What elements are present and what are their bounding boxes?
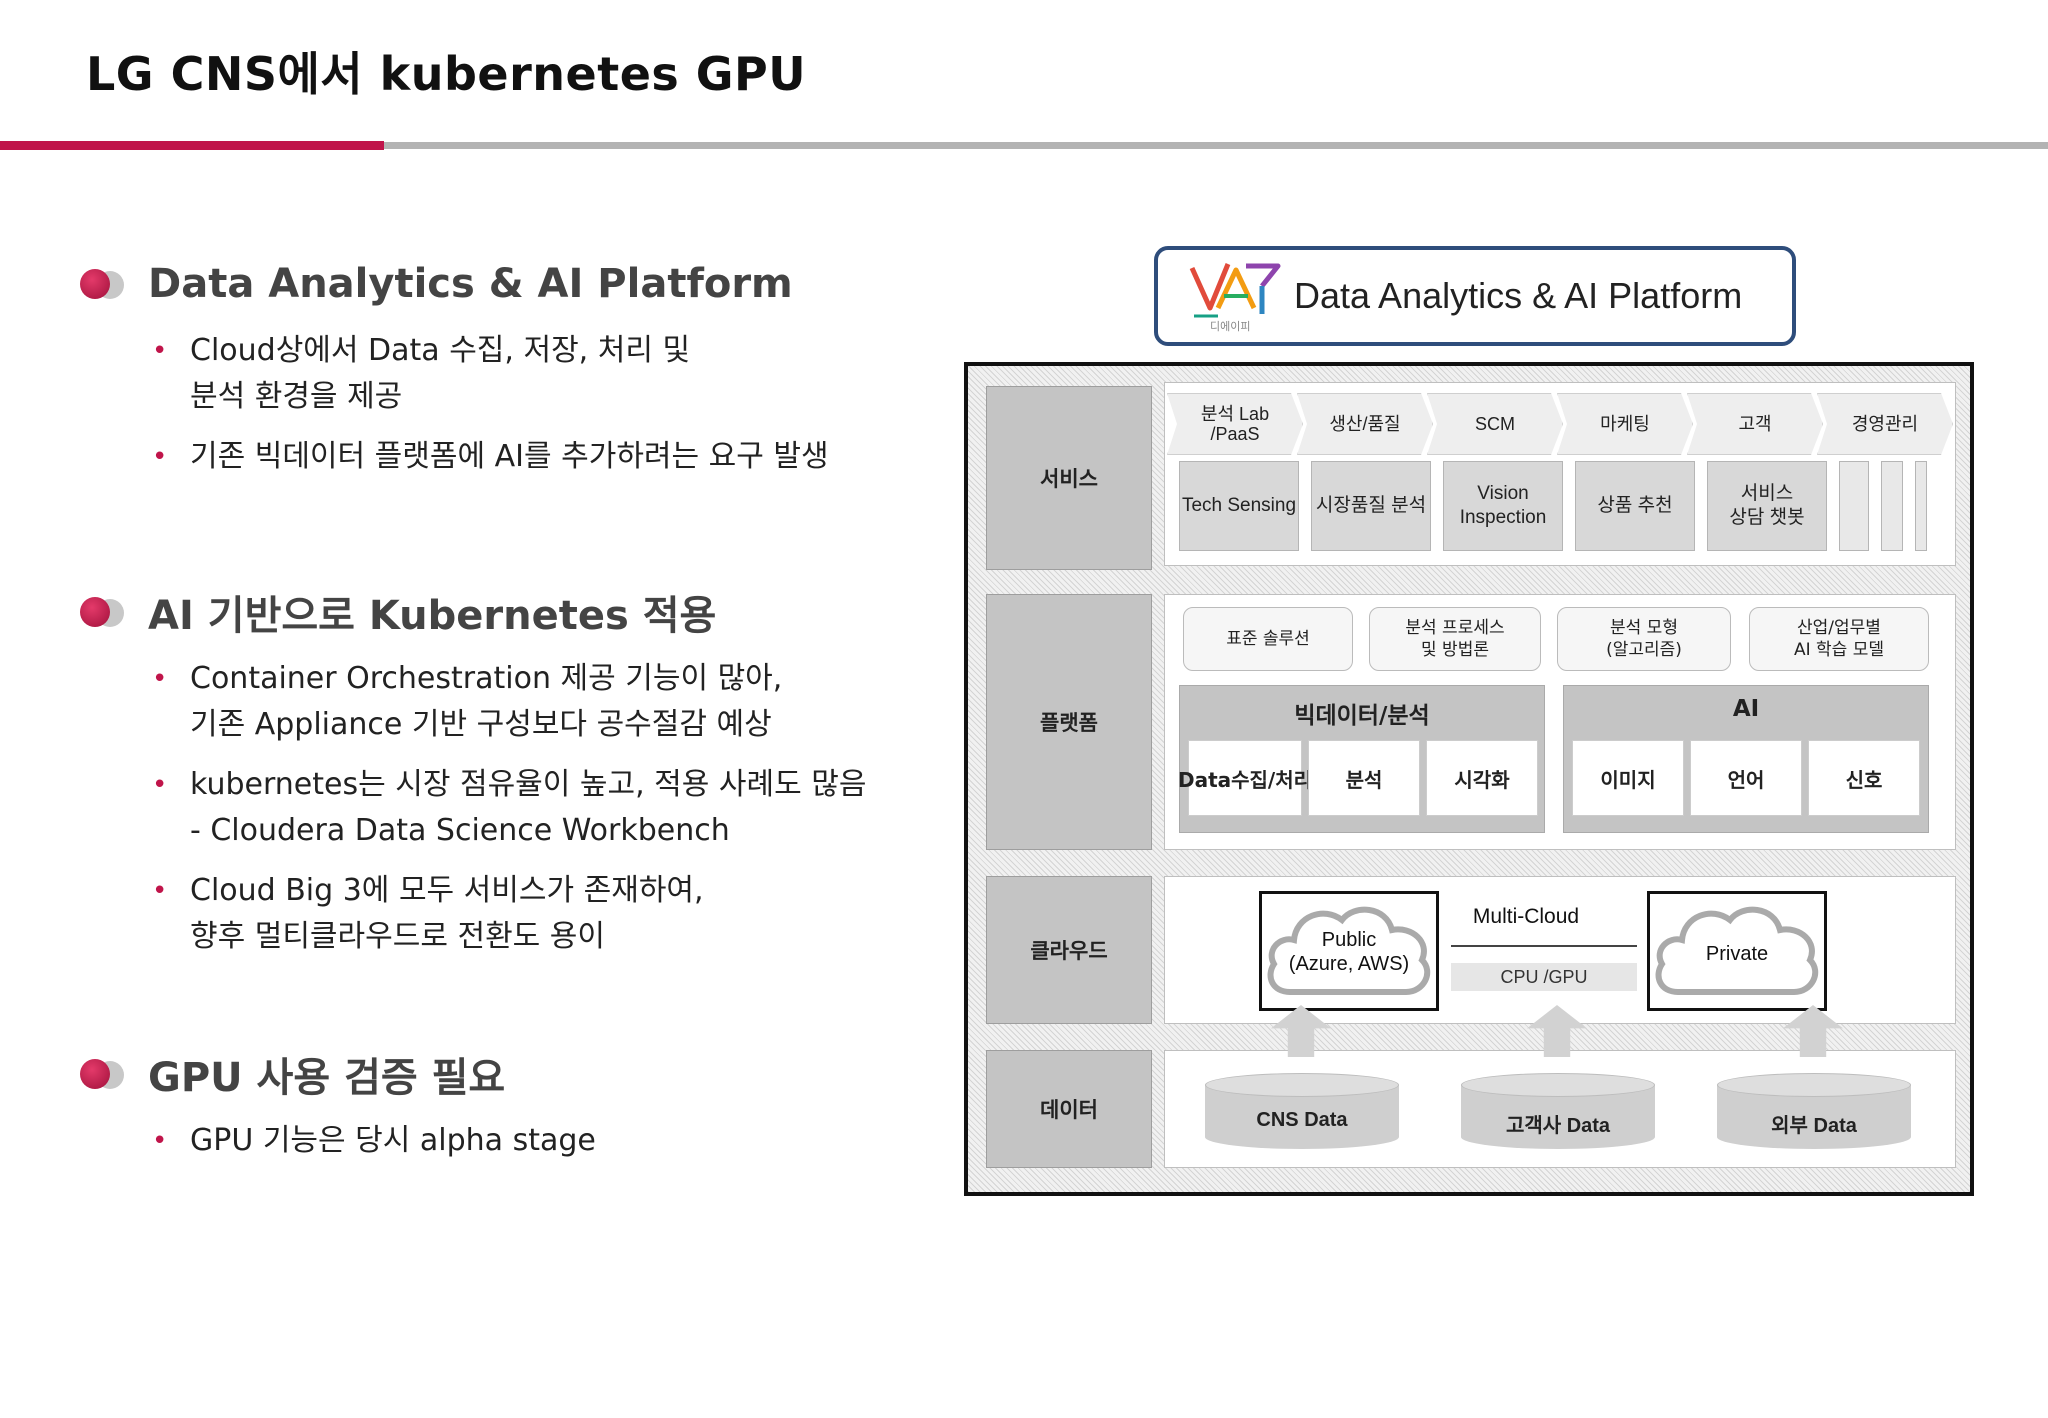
section-gpu: GPU 사용 검증 필요 GPU 기능은 당시 alpha stage (80, 1048, 596, 1178)
cloud-panel: Public (Azure, AWS) Multi-Cloud CPU /GPU… (1164, 876, 1956, 1024)
dap-logo-icon: 디에이피 (1188, 256, 1284, 336)
public-cloud-label: Public (Azure, AWS) (1288, 929, 1410, 975)
title-rule-accent (0, 141, 384, 150)
platform-item: 표준 솔루션 (1183, 607, 1353, 671)
platform-item: 분석 모형(알고리즘) (1557, 607, 1731, 671)
section-title: AI 기반으로 Kubernetes 적용 (148, 593, 717, 639)
section-platform: Data Analytics & AI Platform Cloud상에서 Da… (80, 258, 829, 494)
data-panel: CNS Data 고객사 Data 외부 Data (1164, 1005, 1956, 1168)
service-item: Vision Inspection (1443, 461, 1563, 551)
service-category: 분석 Lab/PaaS (1167, 393, 1303, 455)
bullet-dot-icon (80, 595, 128, 629)
service-category: 생산/품질 (1297, 393, 1433, 455)
cloud-icon (1267, 906, 1431, 995)
list-item: 기존 빅데이터 플랫폼에 AI를 추가하려는 요구 발생 (150, 434, 829, 480)
data-store-label: CNS Data (1256, 1109, 1348, 1131)
logo-title: Data Analytics & AI Platform (1294, 275, 1743, 316)
platform-cell: 신호 (1808, 740, 1920, 816)
service-panel: 분석 Lab/PaaS 생산/품질 SCM 마케팅 고객 경영관리 Tech S… (1164, 382, 1956, 566)
architecture-diagram: 서비스 분석 Lab/PaaS 생산/품질 SCM 마케팅 고객 경영관리 Te… (964, 362, 1974, 1196)
section-title: Data Analytics & AI Platform (148, 261, 793, 307)
ai-group: AI 이미지 언어 신호 (1563, 685, 1929, 833)
service-item: Tech Sensing (1179, 461, 1299, 551)
row-label-data: 데이터 (986, 1050, 1152, 1168)
list-item: Cloud상에서 Data 수집, 저장, 처리 및 분석 환경을 제공 (150, 328, 829, 420)
multi-cloud-divider (1451, 945, 1637, 947)
private-cloud-label: Private (1705, 943, 1769, 965)
platform-cell: 분석 (1308, 740, 1420, 816)
section-kubernetes: AI 기반으로 Kubernetes 적용 Container Orchestr… (80, 586, 866, 974)
platform-logo-banner: 디에이피 Data Analytics & AI Platform (1154, 246, 1796, 346)
bigdata-group: 빅데이터/분석 Data수집/처리 분석 시각화 (1178, 685, 1545, 833)
public-cloud: Public (Azure, AWS) (1259, 891, 1439, 1011)
service-category: SCM (1427, 393, 1563, 455)
cpu-gpu-label: CPU /GPU (1451, 963, 1637, 991)
row-label-platform: 플랫폼 (986, 594, 1152, 850)
bullet-dot-icon (80, 1057, 128, 1091)
logo-subtitle: 디에이피 (1210, 320, 1251, 333)
data-store: 고객사 Data (1461, 1073, 1655, 1149)
group-title: AI (1732, 696, 1760, 722)
platform-cell: 이미지 (1572, 740, 1684, 816)
group-title: 빅데이터/분석 (1294, 703, 1430, 729)
service-category: 고객 (1687, 393, 1823, 455)
data-store: 외부 Data (1717, 1073, 1911, 1149)
platform-cell: 시각화 (1426, 740, 1538, 816)
title-rule (384, 142, 2048, 149)
section-title: GPU 사용 검증 필요 (148, 1055, 506, 1101)
service-item: 상품 추천 (1575, 461, 1695, 551)
multi-cloud-label: Multi-Cloud (1472, 905, 1580, 928)
service-category: 경영관리 (1817, 393, 1953, 455)
service-item-placeholder (1881, 461, 1903, 551)
list-item: Cloud Big 3에 모두 서비스가 존재하여, 향후 멀티클라우드로 전환… (150, 868, 866, 960)
list-item: Container Orchestration 제공 기능이 많아, 기존 Ap… (150, 656, 866, 748)
page-title: LG CNS에서 kubernetes GPU (86, 47, 807, 101)
bullet-dot-icon (80, 267, 128, 301)
private-cloud: Private (1647, 891, 1827, 1011)
service-category: 마케팅 (1557, 393, 1693, 455)
data-store-label: 외부 Data (1771, 1115, 1857, 1137)
platform-cell: Data수집/처리 (1178, 740, 1312, 816)
row-label-service: 서비스 (986, 386, 1152, 570)
data-store: CNS Data (1205, 1073, 1399, 1149)
list-item: kubernetes는 시장 점유율이 높고, 적용 사례도 많음 - Clou… (150, 762, 866, 854)
list-item: GPU 기능은 당시 alpha stage (150, 1118, 596, 1164)
service-item: 시장품질 분석 (1311, 461, 1431, 551)
data-store-label: 고객사 Data (1505, 1115, 1611, 1137)
cloud-icon (1655, 906, 1819, 995)
service-item-placeholder (1915, 461, 1927, 551)
platform-cell: 언어 (1690, 740, 1802, 816)
service-item-placeholder (1839, 461, 1869, 551)
row-label-cloud: 클라우드 (986, 876, 1152, 1024)
